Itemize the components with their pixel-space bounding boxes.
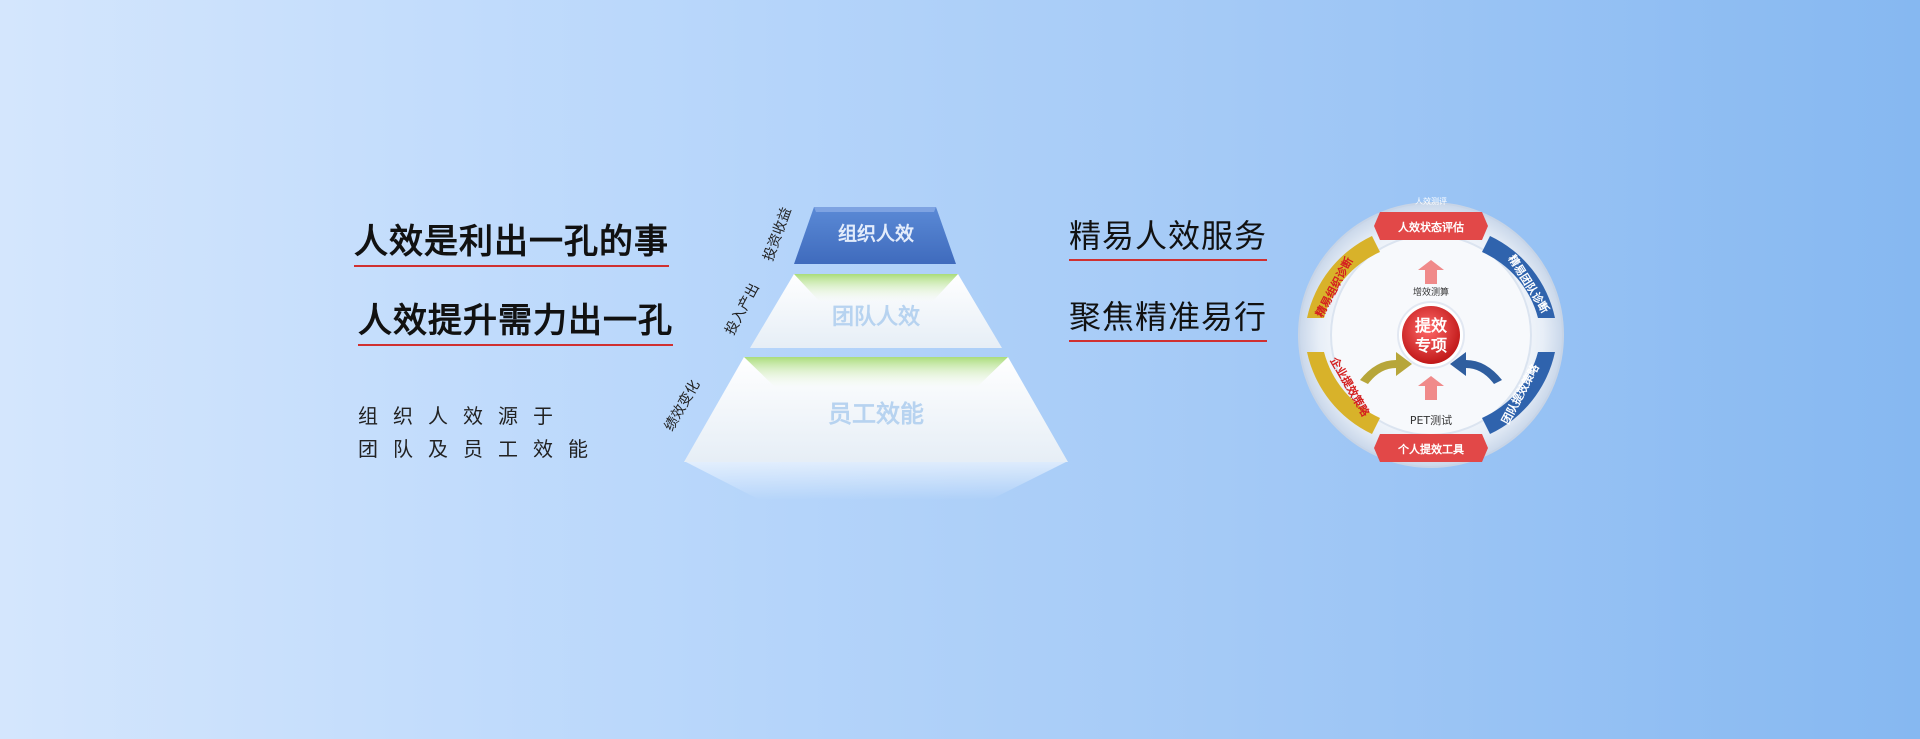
efficiency-wheel: 人效状态评估 人效测评 个人提效工具 PET测试 精易团队诊断 团队提效策略 精… [1298,196,1564,468]
wheel-top-caption: 人效测评 [1415,196,1447,206]
arrow-yellow-icon [1360,352,1412,384]
arrow-up-top-icon [1418,260,1444,284]
wheel-bottom-caption: PET测试 [1410,414,1452,427]
pyramid-reflection [686,462,1066,500]
wheel-inner-caption: 增效测算 [1413,286,1449,298]
wheel-center-line-2: 专项 [1415,336,1447,355]
pyramid-side-bottom: 绩效变化 [662,378,704,434]
pyramid-middle-label: 团队人效 [832,304,920,330]
pyramid-tier-middle: 团队人效 [750,274,1002,348]
wheel-center-line-1: 提效 [1415,316,1447,335]
wheel-tab-top: 人效状态评估 [1374,212,1488,240]
pyramid-tier-bottom: 员工效能 [684,357,1068,462]
wheel-tab-bottom: 个人提效工具 [1374,434,1488,462]
pyramid-bottom-label: 员工效能 [828,400,924,428]
wheel-tab-bottom-label: 个人提效工具 [1397,442,1464,456]
wheel-tab-top-label: 人效状态评估 [1398,220,1464,234]
pyramid-side-middle: 投入产出 [722,281,762,338]
headline-profit-one-hole: 人效是利出一孔的事 [354,214,669,267]
pyramid-side-top: 投资收益 [761,205,795,263]
wheel-center-disc [1402,306,1460,364]
headline-effort-one-hole: 人效提升需力出一孔 [358,293,673,346]
pyramid-top-label: 组织人效 [838,222,914,245]
subtext-line-2: 团队及员工效能 [358,437,603,461]
arrow-up-bottom-icon [1418,376,1444,400]
pyramid-tier-top: 组织人效 [794,207,956,264]
arrow-blue-icon [1450,352,1502,384]
subtext-line-1: 组织人效源于 [358,404,568,428]
right-headline-focus: 聚焦精准易行 [1069,292,1268,342]
right-headline-service: 精易人效服务 [1069,211,1268,261]
